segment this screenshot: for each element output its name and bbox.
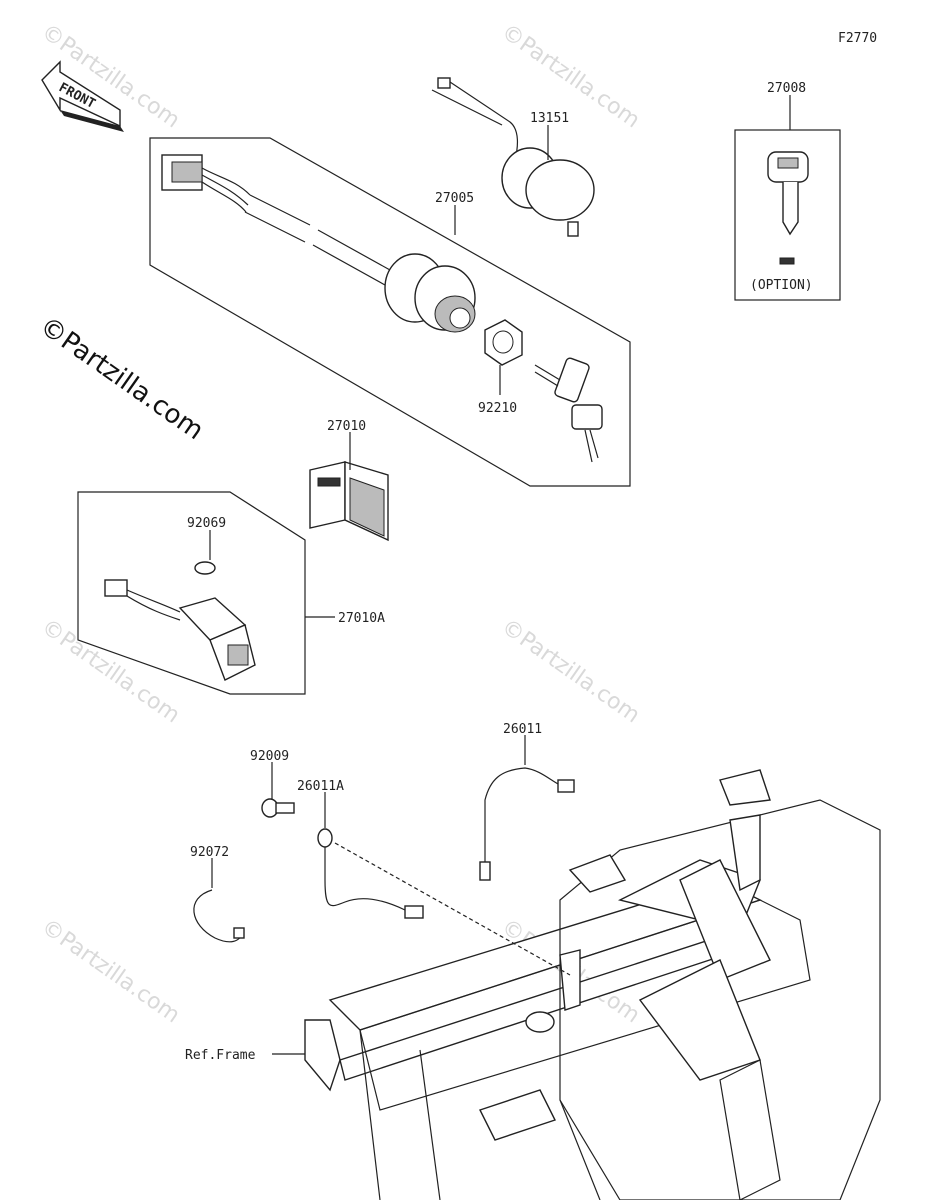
connector-icon bbox=[161, 154, 251, 213]
label-92009: 92009 bbox=[250, 749, 289, 764]
label-92072: 92072 bbox=[190, 845, 229, 860]
watermark-4: ©Partzilla.com bbox=[497, 614, 645, 728]
bulb-icon bbox=[194, 561, 216, 575]
nut-icon bbox=[484, 319, 523, 366]
label-27008: 27008 bbox=[767, 81, 806, 96]
sensor-lead-icon bbox=[479, 767, 575, 881]
label-27010a: 27010A bbox=[338, 611, 385, 626]
key-option-box bbox=[734, 129, 841, 301]
spare-key-icon bbox=[767, 151, 809, 236]
ground-lead-icon bbox=[317, 828, 424, 919]
label-26011: 26011 bbox=[503, 722, 542, 737]
key-icon bbox=[534, 357, 603, 463]
bolt-icon bbox=[261, 798, 295, 818]
switch-assy-box bbox=[77, 491, 306, 695]
watermark-3: ©Partzilla.com bbox=[37, 614, 185, 728]
watermark-main: ©Partzilla.com bbox=[34, 311, 209, 446]
frame-icon bbox=[304, 769, 881, 1200]
leader-lines bbox=[209, 95, 791, 1055]
switch-cable bbox=[244, 194, 311, 243]
label-27005: 27005 bbox=[435, 191, 474, 206]
watermark-5: ©Partzilla.com bbox=[37, 914, 185, 1028]
rocker-switch-icon bbox=[309, 461, 389, 542]
label-ref-frame: Ref.Frame bbox=[185, 1048, 256, 1063]
figure-code: F2770 bbox=[838, 31, 877, 46]
option-label: (OPTION) bbox=[750, 278, 813, 293]
switch-assy-icon bbox=[104, 579, 256, 681]
label-27010: 27010 bbox=[327, 419, 366, 434]
label-13151: 13151 bbox=[530, 111, 569, 126]
label-26011a: 26011A bbox=[297, 779, 344, 794]
option-mark-icon bbox=[779, 257, 795, 265]
ignition-switch-body bbox=[384, 253, 476, 333]
watermark-2: ©Partzilla.com bbox=[497, 19, 645, 133]
label-92210: 92210 bbox=[478, 401, 517, 416]
cable-tie-icon bbox=[193, 889, 245, 943]
ignition-switch-box bbox=[149, 137, 631, 487]
lock-cylinder-icon bbox=[431, 77, 595, 237]
label-92069: 92069 bbox=[187, 516, 226, 531]
